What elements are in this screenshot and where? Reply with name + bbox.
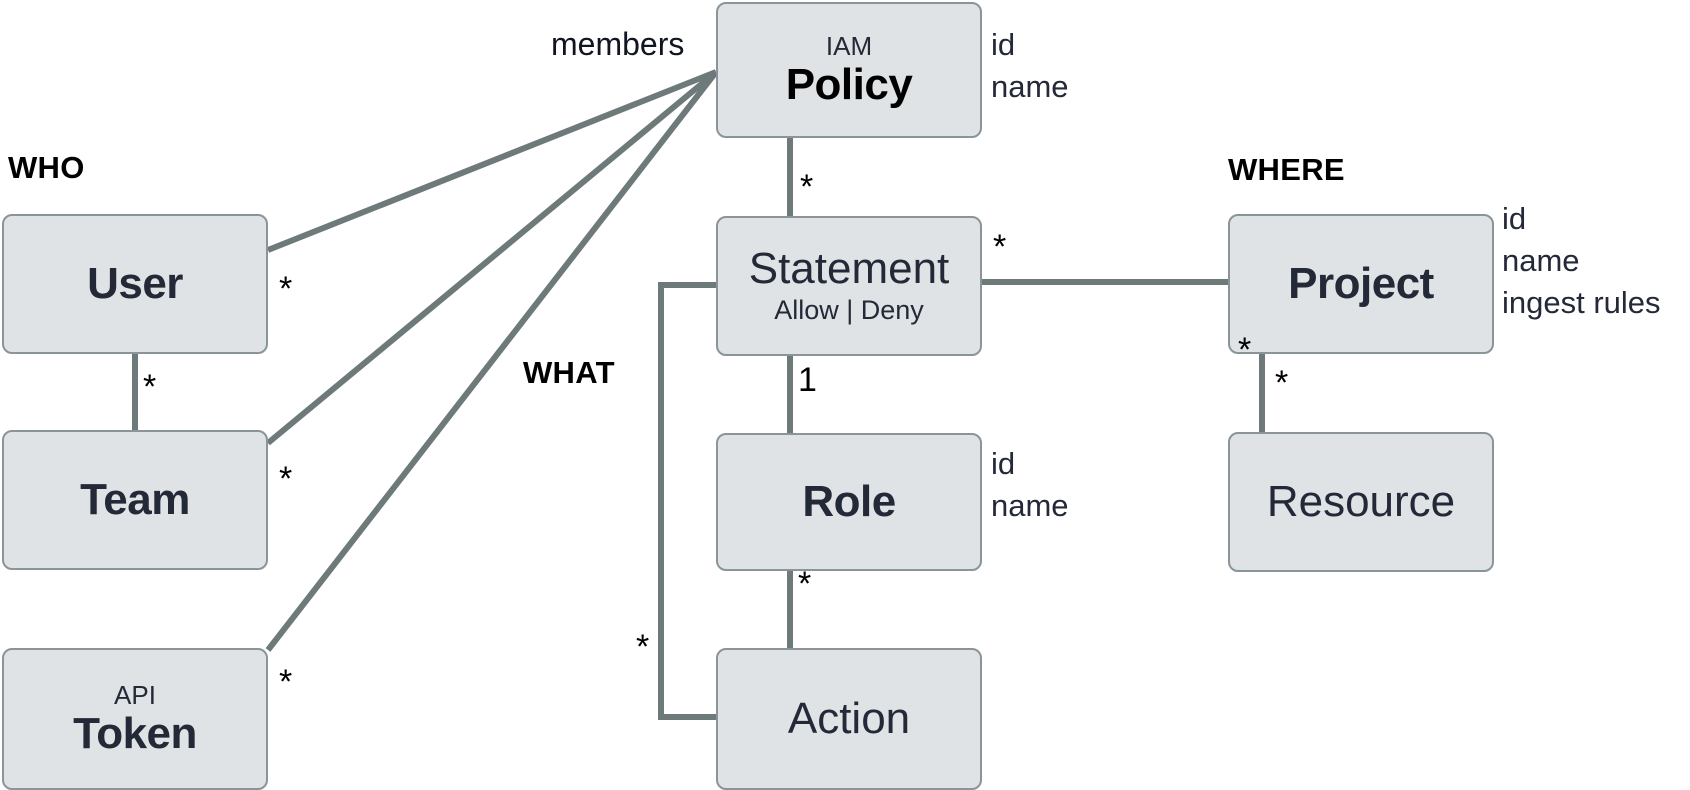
multiplicity-statement-project: * xyxy=(993,228,1007,266)
node-role-title: Role xyxy=(802,476,896,526)
node-team-title: Team xyxy=(80,474,190,524)
node-project[interactable]: Project xyxy=(1228,214,1494,354)
multiplicity-statement-action: * xyxy=(636,628,650,666)
multiplicity-user-team: * xyxy=(143,368,157,406)
attribute-row: id xyxy=(991,446,1016,481)
attribute-row: name xyxy=(1502,243,1580,278)
node-project-title: Project xyxy=(1288,258,1434,308)
attribute-row: ingest rules xyxy=(1502,285,1661,320)
multiplicity-project-resource-a: * xyxy=(1238,331,1252,369)
edge-user-to-policy xyxy=(266,69,718,253)
attributes-policy: id name xyxy=(991,24,1069,108)
group-label-what: WHAT xyxy=(523,355,615,390)
multiplicity-team-policy: * xyxy=(279,460,293,498)
node-resource[interactable]: Resource xyxy=(1228,432,1494,572)
node-api-token-subtitle-top: API xyxy=(114,680,156,711)
edge-statement-to-action xyxy=(658,282,716,720)
node-statement-subtitle-bottom: Allow | Deny xyxy=(774,295,924,326)
multiplicity-statement-role: 1 xyxy=(798,361,817,399)
attribute-row: id xyxy=(1502,201,1527,236)
edge-label-members: members xyxy=(551,26,685,62)
node-resource-title: Resource xyxy=(1266,476,1456,526)
node-api-token-title: Token xyxy=(73,708,197,758)
multiplicity-token-policy: * xyxy=(279,663,293,701)
group-label-who: WHO xyxy=(8,150,85,185)
attribute-row: id xyxy=(991,27,1016,62)
edge-team-to-policy xyxy=(266,69,718,446)
node-user[interactable]: User xyxy=(2,214,268,354)
node-statement-title: Statement xyxy=(748,244,950,294)
node-action-title: Action xyxy=(787,693,911,743)
multiplicity-role-action: * xyxy=(798,565,812,603)
attributes-project: id name ingest rules xyxy=(1502,198,1661,324)
node-role[interactable]: Role xyxy=(716,433,982,571)
attribute-row: name xyxy=(991,488,1069,523)
node-action[interactable]: Action xyxy=(716,648,982,790)
edge-token-to-policy xyxy=(265,70,719,652)
attributes-role: id name xyxy=(991,443,1069,527)
attribute-row: name xyxy=(991,69,1069,104)
multiplicity-project-resource-b: * xyxy=(1275,364,1289,402)
node-policy-subtitle-top: IAM xyxy=(825,31,873,62)
node-team[interactable]: Team xyxy=(2,430,268,570)
node-policy-title: Policy xyxy=(785,59,913,109)
multiplicity-user-policy: * xyxy=(279,270,293,308)
node-user-title: User xyxy=(87,258,183,308)
group-label-where: WHERE xyxy=(1228,152,1345,187)
multiplicity-policy-statement: * xyxy=(800,168,814,206)
